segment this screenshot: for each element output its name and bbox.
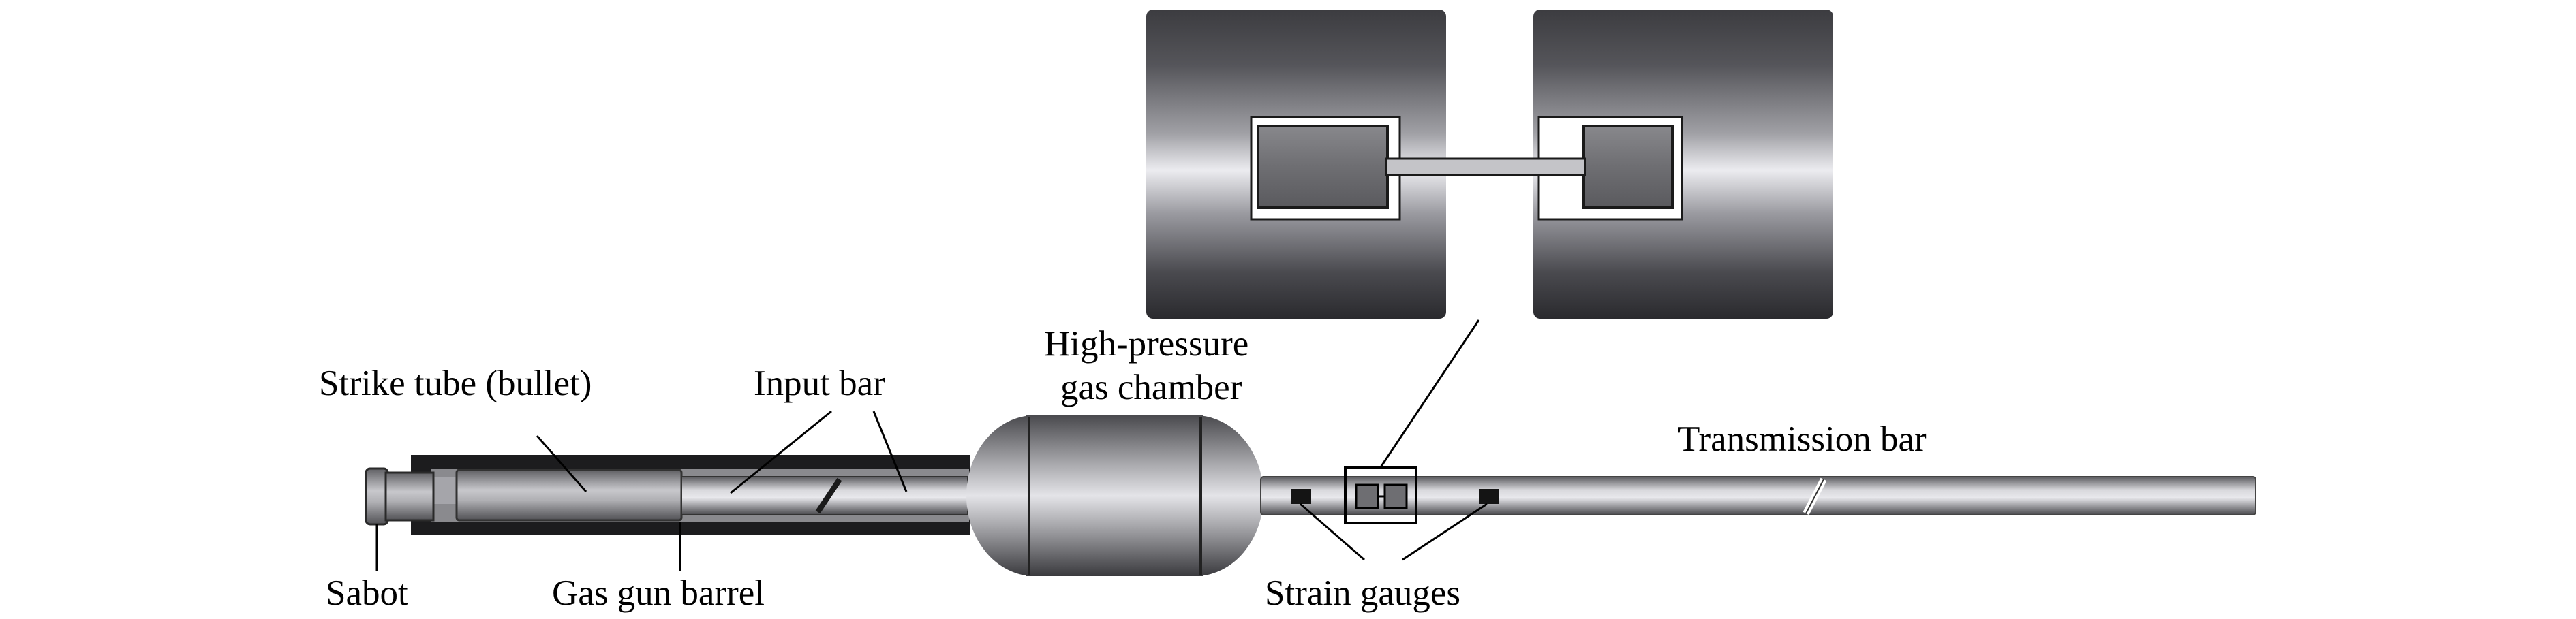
strain-gauge-right xyxy=(1479,489,1499,504)
label-transmission-bar: Transmission bar xyxy=(1678,419,1927,459)
strain-gauge-left xyxy=(1291,489,1311,504)
inset-right-grip xyxy=(1582,125,1674,209)
label-strike-tube: Strike tube (bullet) xyxy=(319,364,592,403)
label-sabot: Sabot xyxy=(326,573,408,613)
inset-right-block xyxy=(1533,10,1833,319)
inset-pointer-line xyxy=(1379,319,1480,468)
label-chamber-line2: gas chamber xyxy=(1060,368,1242,407)
high-pressure-gas-chamber xyxy=(966,415,1263,576)
sabot xyxy=(365,467,435,526)
strike-tube xyxy=(455,469,683,522)
label-gas-gun-barrel: Gas gun barrel xyxy=(552,573,765,613)
label-strain-gauges: Strain gauges xyxy=(1265,573,1460,613)
specimen-zoom-inset xyxy=(1146,10,1833,319)
specimen-highlight-box xyxy=(1344,466,1417,524)
inset-left-grip xyxy=(1257,125,1389,209)
label-chamber-line1: High-pressure xyxy=(1044,324,1248,364)
label-input-bar: Input bar xyxy=(754,364,885,403)
transmission-bar xyxy=(1260,476,2256,515)
input-bar-in-barrel xyxy=(681,476,968,515)
inset-specimen-gauge-section xyxy=(1385,157,1586,176)
leader-lines xyxy=(375,410,1488,571)
